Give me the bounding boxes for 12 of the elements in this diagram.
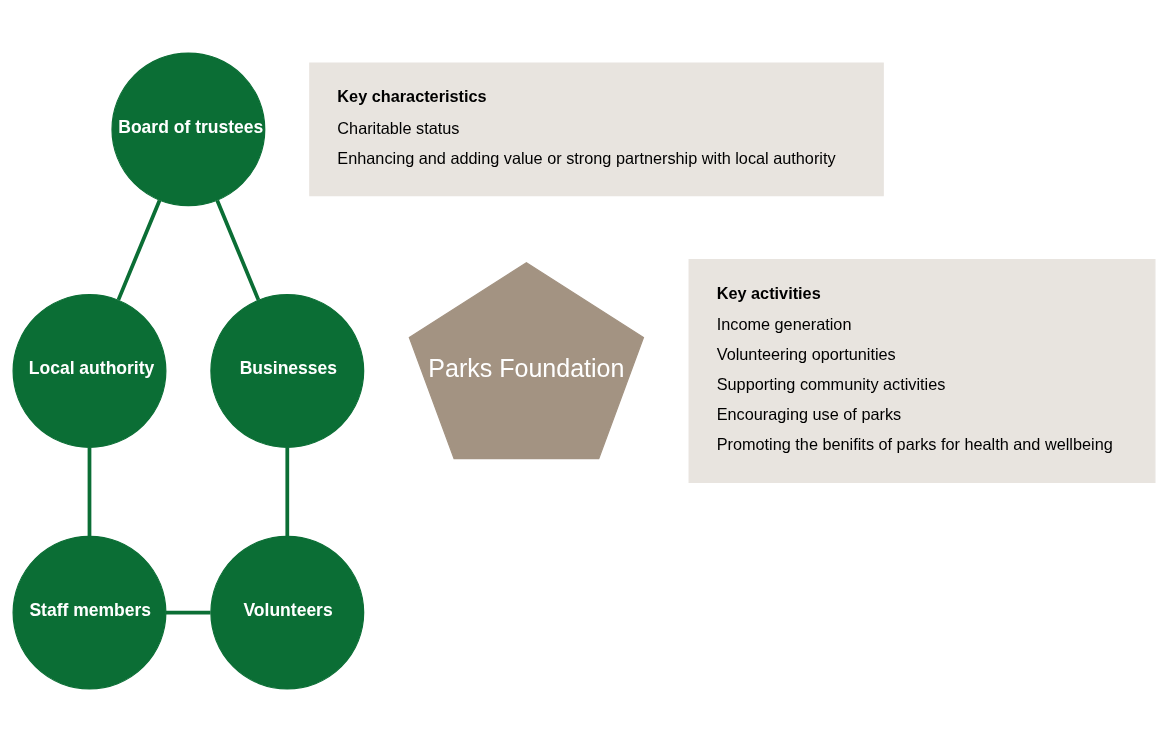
node-circle: Businesses bbox=[210, 294, 365, 448]
node-circle: Board of trustees bbox=[111, 52, 266, 207]
connector bbox=[87, 447, 92, 536]
node-circle: Staff members bbox=[12, 535, 167, 690]
connector bbox=[215, 199, 261, 301]
node-box: Key activities Income generation Volunteering oportunities Supporting community activities Encouraging use of parks Promoting the benifits of parks for health and wellbeing bbox=[688, 258, 1156, 484]
node-circle: Volunteers bbox=[210, 535, 365, 690]
connector bbox=[166, 610, 211, 615]
connector bbox=[285, 447, 290, 536]
node-box: Key characteristics Charitable status Enhancing and adding value or strong partnership with local authority bbox=[309, 62, 884, 197]
connector bbox=[116, 199, 162, 301]
node-circle: Local authority bbox=[12, 294, 167, 448]
